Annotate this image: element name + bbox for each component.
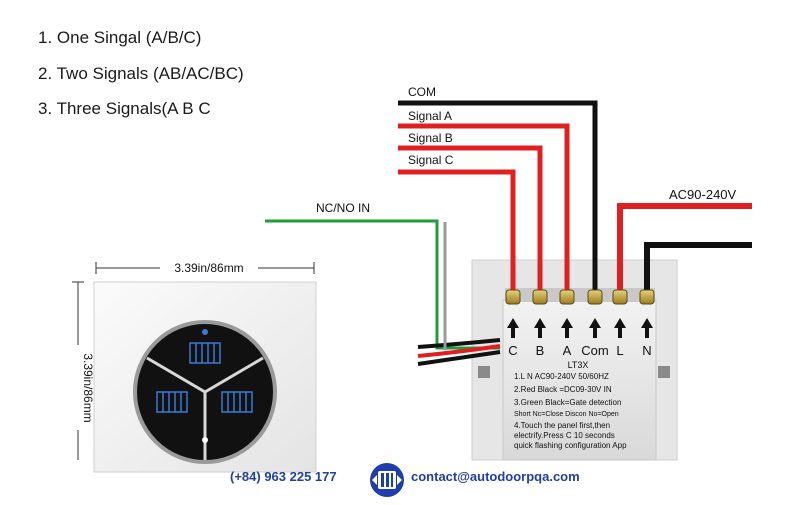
module-spec-line: electrify.Press C 10 seconds: [514, 431, 615, 440]
up-arrow-icon: [561, 318, 573, 338]
terminal-screw: [505, 289, 521, 305]
power-label: AC90-240V: [669, 187, 737, 202]
module-spec-line: Short Nc=Close Discon No=Open: [514, 411, 619, 418]
terminal-label-c: C: [508, 343, 517, 358]
terminal-label-a: A: [563, 343, 572, 358]
com-wire: [398, 100, 598, 292]
low-voltage-bundle: [417, 350, 501, 366]
module-spec-line: 3.Green Black=Gate detection: [514, 398, 621, 407]
terminal-label-b: B: [536, 343, 545, 358]
phone-number[interactable]: (+84) 963 225 177: [230, 469, 337, 484]
dial-divider: [204, 356, 264, 394]
terminal-screw: [612, 289, 628, 305]
signal-b-wire: [398, 145, 543, 292]
screw-row: [505, 289, 655, 305]
touch-dial: [133, 320, 277, 464]
ac-live-wire: [617, 203, 752, 292]
module-spec-line: 4.Touch the panel first,then: [514, 421, 610, 430]
terminal-screw: [532, 289, 548, 305]
terminal-module: [502, 299, 657, 461]
terminal-label-l: L: [616, 343, 623, 358]
up-arrow-icon: [534, 318, 546, 338]
contact-footer: (+84) 963 225 177 contact@autodoorpqa.co…: [0, 460, 800, 500]
option-one-signal: 1. One Singal (A/B/C): [38, 28, 202, 47]
module-model: LT3X: [568, 360, 589, 370]
option-two-signals: 2. Two Signals (AB/AC/BC): [38, 64, 244, 83]
terminal-label-n: N: [642, 343, 651, 358]
housing-slot: [658, 366, 670, 378]
up-arrow-icon: [589, 318, 601, 338]
com-label: COM: [408, 85, 436, 99]
ac-neutral-wire: [644, 242, 752, 292]
module-spec-line: quick flashing configuration App: [514, 441, 627, 450]
terminal-label-com: Com: [581, 343, 608, 358]
signal-c-label: Signal C: [408, 153, 454, 167]
dial-divider: [146, 356, 206, 394]
low-voltage-bundle: [417, 344, 501, 358]
gate-icon: [221, 391, 253, 413]
housing-slot: [478, 366, 490, 378]
signal-b-label: Signal B: [408, 131, 453, 145]
up-arrow-icon: [507, 318, 519, 338]
wifi-indicator: [202, 329, 208, 335]
terminal-screw: [639, 289, 655, 305]
nc-no-wire: [265, 219, 500, 350]
height-dimension: 3.39in/86mm: [81, 353, 95, 422]
signal-a-label: Signal A: [408, 109, 452, 123]
terminal-screw: [587, 289, 603, 305]
width-dimension: 3.39in/86mm: [174, 261, 243, 275]
up-arrow-icon: [614, 318, 626, 338]
brand-logo-icon: [370, 463, 404, 497]
signal-a-wire: [398, 123, 570, 292]
terminal-arrows: [507, 318, 653, 338]
module-spec-line: 2.Red Black =DC09-30V IN: [514, 385, 612, 394]
terminal-screw: [559, 289, 575, 305]
dial-center-dot: [202, 437, 208, 443]
signal-c-wire: [398, 169, 516, 292]
low-voltage-bundle: [417, 338, 501, 349]
email-address[interactable]: contact@autodoorpqa.com: [411, 469, 580, 484]
up-arrow-icon: [641, 318, 653, 338]
gate-icon: [156, 391, 188, 413]
option-three-signals: 3. Three Signals(A B C: [38, 99, 211, 118]
nc-no-label: NC/NO IN: [316, 201, 370, 215]
terminal-block: [505, 288, 655, 302]
gate-icon: [189, 342, 221, 364]
module-spec-line: 1.L N AC90-240V 50/60HZ: [514, 372, 609, 381]
